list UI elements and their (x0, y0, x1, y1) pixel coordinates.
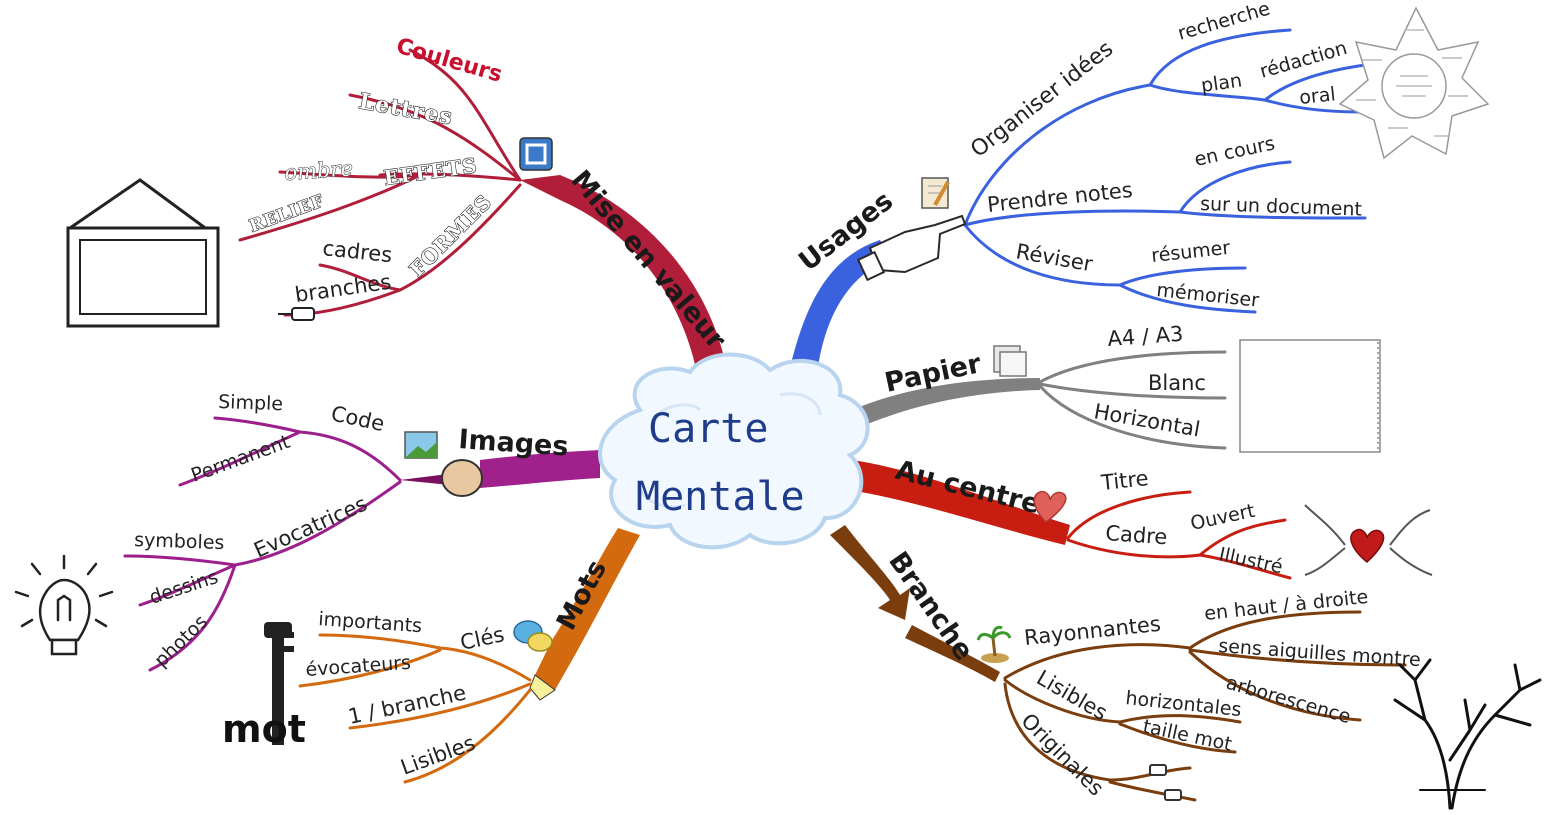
heart-with-branches-icon (1304, 504, 1433, 576)
label-evocateurs: évocateurs (305, 652, 412, 681)
label-blanc: Blanc (1148, 371, 1206, 395)
trunk-usages (785, 240, 890, 392)
label-une-branche: 1 / branche (346, 681, 468, 729)
label-titre: Titre (1099, 466, 1150, 495)
label-cadres: cadres (321, 236, 393, 267)
palm-island-icon (976, 625, 1012, 663)
branch-mise-en-valeur (238, 48, 730, 390)
branch-usages (785, 28, 1367, 392)
label-oral: oral (1298, 83, 1336, 109)
crop-tool-icon (519, 137, 553, 171)
label-arborescence: arborescence (1224, 672, 1354, 729)
label-code: Code (329, 401, 387, 436)
label-formes: FORMES (405, 190, 497, 282)
label-symboles: symboles (134, 529, 225, 554)
label-branches: branches (293, 270, 392, 307)
label-illustre: Illustré (1217, 543, 1285, 578)
blank-paper-sheet (1239, 339, 1381, 453)
trunk-images (480, 450, 600, 488)
branch-au-centre (848, 460, 1292, 580)
branch-mots (298, 528, 640, 784)
label-originales: Originales (1016, 709, 1108, 801)
label-evocatrices: Evocatrices (250, 491, 370, 562)
label-images: Images (458, 424, 570, 463)
notepad-pencil-icon (921, 177, 950, 209)
label-effets: EFFETS (382, 153, 479, 190)
branch-branche (830, 525, 1407, 802)
central-cloud (598, 352, 870, 550)
label-lettres: Lettres (357, 88, 455, 130)
label-cles: Clés (458, 622, 506, 655)
label-cadre: Cadre (1105, 521, 1168, 549)
label-relief: RELIEF (247, 191, 327, 236)
label-couleurs: Couleurs (393, 34, 505, 88)
speech-bubbles-icon (513, 620, 553, 652)
pointing-hands-icon (1149, 764, 1182, 801)
label-a4-a3: A4 / A3 (1107, 322, 1184, 351)
picture-frame-icon (66, 178, 220, 328)
label-mise-en-valeur: Mise en valeur (565, 165, 732, 356)
label-sens-aiguilles-montre: sens aiguilles montre (1218, 635, 1422, 671)
key-icon (264, 622, 294, 745)
document-icon (993, 345, 1027, 377)
trunk-branche (830, 525, 910, 620)
lightbulb-icon (14, 554, 114, 656)
label-lisibles-mots: Lisibles (398, 731, 479, 780)
tree-icon (1393, 658, 1542, 810)
mot-word-art: mot (222, 707, 306, 751)
center-title-line1: Carte (648, 406, 768, 452)
center-title-line2: Mentale (636, 474, 805, 520)
label-plan: plan (1200, 69, 1244, 96)
paintbrush-hand-icon (441, 459, 483, 497)
trunk-papier (852, 378, 1040, 428)
branch-papier (852, 350, 1227, 450)
question-star-icon (1338, 6, 1490, 160)
label-horizontal: Horizontal (1092, 399, 1202, 441)
pointing-hand-icon (278, 307, 315, 321)
label-resumer: résumer (1150, 237, 1231, 267)
label-simple: Simple (218, 391, 284, 415)
label-taille-mot: taille mot (1141, 715, 1234, 755)
trunk-au-centre (848, 460, 1070, 545)
label-importants: importants (318, 608, 423, 637)
label-ombre: ombre (284, 156, 354, 185)
label-dessins: dessins (147, 566, 221, 609)
label-lisibles-branche: Lisibles (1033, 666, 1112, 725)
label-photos: photos (150, 611, 212, 672)
image-thumbnail-icon (404, 431, 438, 459)
label-permanent: Permanent (188, 431, 293, 487)
pointing-hand-icon (856, 214, 967, 282)
label-memoriser: mémoriser (1155, 279, 1260, 312)
label-en-haut-a-droite: en haut / à droite (1203, 586, 1369, 625)
trunk-mots (535, 528, 640, 690)
heart-icon (1033, 490, 1067, 523)
label-redaction: rédaction (1257, 37, 1349, 83)
